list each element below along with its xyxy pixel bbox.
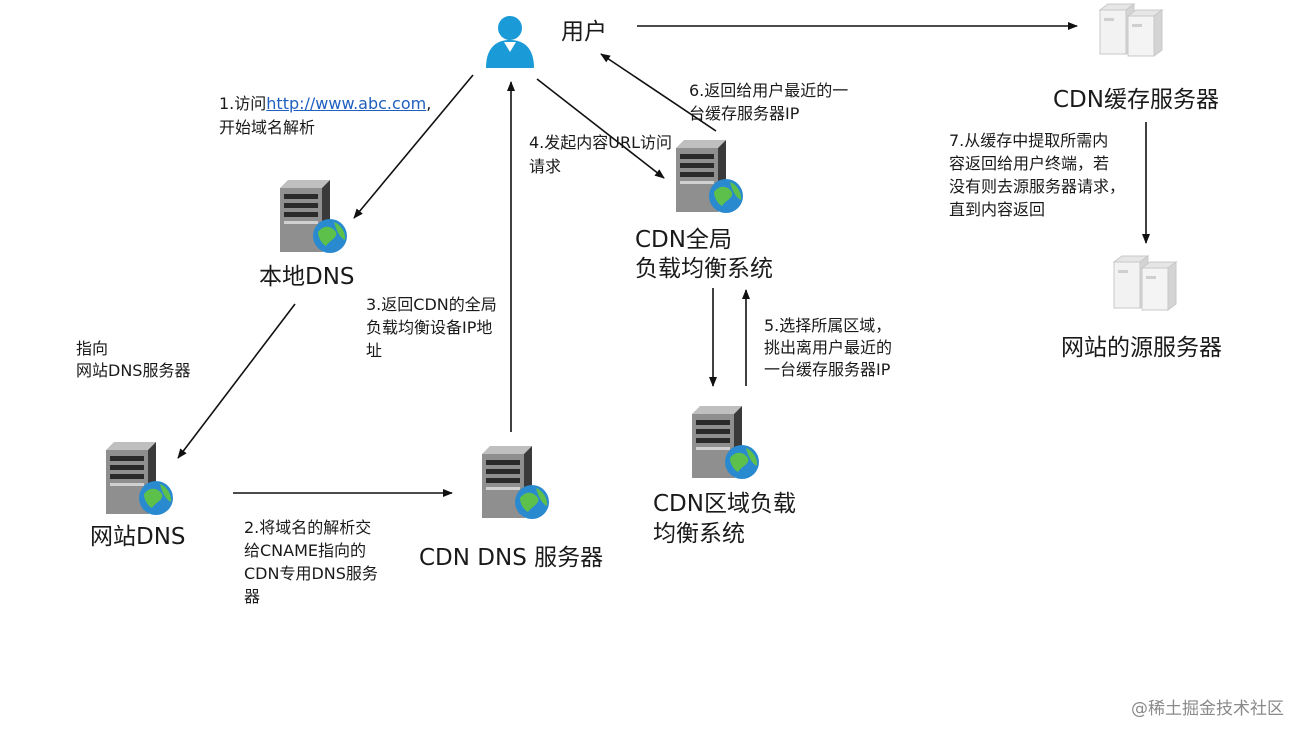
cdn-cache-server-icon: [1098, 3, 1164, 57]
step-4-line-1: 4.发起内容URL访问: [529, 133, 673, 152]
redirect-line-1: 指向: [76, 339, 109, 358]
arrow-local-dns-to-site-dns: [177, 303, 296, 459]
cdn-dns-server-icon: [482, 446, 549, 519]
origin-server-icon: [1112, 255, 1178, 311]
step-2-line-2: 给CNAME指向的: [244, 541, 367, 560]
node-origin-label: 网站的源服务器: [1061, 335, 1222, 361]
arrow-user-to-local-dns: [353, 74, 474, 219]
step-1-prefix: 1.访问: [219, 94, 267, 113]
node-cdn-dns-label: CDN DNS 服务器: [419, 545, 604, 571]
step-2-line-4: 器: [244, 587, 261, 606]
step-5-line-3: 一台缓存服务器IP: [764, 360, 891, 379]
step-3-line-1: 3.返回CDN的全局: [366, 295, 497, 314]
step-2-line-3: CDN专用DNS服务: [244, 564, 378, 583]
arrow-cdn-global-to-user: [600, 53, 717, 132]
step-7-line-1: 7.从缓存中提取所需内: [949, 131, 1109, 150]
node-cdn-region-label-2: 均衡系统: [653, 521, 745, 547]
redirect-line-2: 网站DNS服务器: [76, 361, 191, 380]
step-4-line-2: 请求: [529, 157, 562, 176]
node-cdn-global-label-2: 负载均衡系统: [635, 256, 773, 282]
step-5-line-2: 挑出离用户最近的: [764, 338, 893, 357]
node-cdn-cache-label: CDN缓存服务器: [1053, 87, 1219, 113]
step-1-line-2: 开始域名解析: [219, 118, 316, 137]
local-dns-server-icon: [280, 180, 347, 253]
site-dns-server-icon: [106, 442, 173, 515]
step-3-line-3: 址: [366, 341, 383, 360]
node-cdn-global-label-1: CDN全局: [635, 227, 732, 253]
step-6-line-1: 6.返回给用户最近的一: [689, 81, 849, 100]
step-7-line-2: 容返回给用户终端，若: [949, 154, 1110, 173]
arrow-user-to-cdn-global: [536, 78, 665, 179]
step-5-line-1: 5.选择所属区域，: [764, 316, 892, 335]
step-6-line-2: 台缓存服务器IP: [689, 104, 800, 123]
step-1-line-1: 1.访问http://www.abc.com,: [219, 93, 431, 114]
step-2-line-1: 2.将域名的解析交: [244, 518, 372, 537]
step-1-url-link[interactable]: http://www.abc.com: [266, 94, 427, 113]
node-local-dns-label: 本地DNS: [259, 264, 355, 290]
step-7-line-3: 没有则去源服务器请求，: [949, 177, 1126, 196]
step-3-line-2: 负载均衡设备IP地: [366, 318, 493, 337]
cdn-region-server-icon: [692, 406, 759, 479]
node-user-label: 用户: [561, 19, 607, 45]
cdn-global-server-icon: [676, 140, 743, 213]
node-cdn-region-label-1: CDN区域负载: [653, 491, 796, 517]
step-7-line-4: 直到内容返回: [949, 200, 1046, 219]
user-icon: [486, 16, 534, 68]
watermark: @稀土掘金技术社区: [1131, 699, 1284, 719]
step-1-suffix: ,: [426, 94, 432, 113]
node-site-dns-label: 网站DNS: [90, 524, 186, 550]
